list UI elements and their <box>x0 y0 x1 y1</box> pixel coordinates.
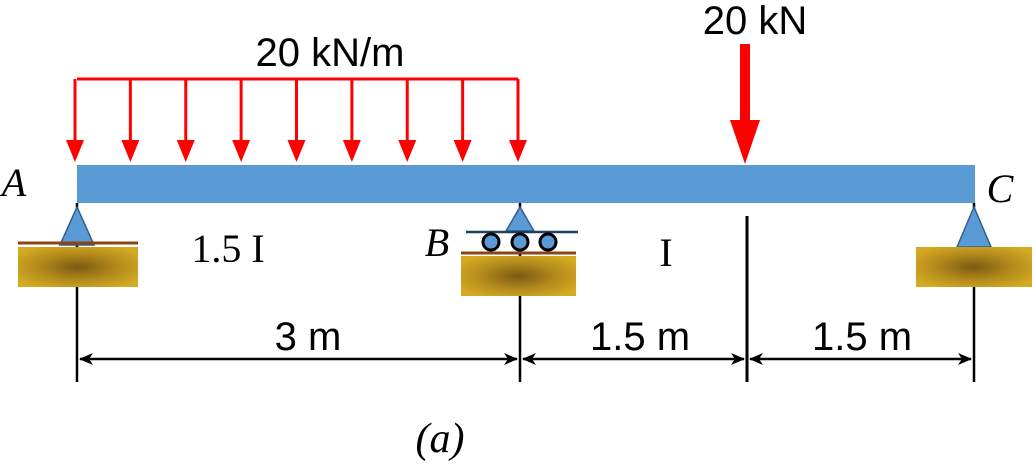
beam <box>77 165 975 203</box>
figure-caption: (a) <box>416 416 465 462</box>
right-segment-inertia: I <box>659 230 672 275</box>
dimension-ab-label: 3 m <box>275 315 342 359</box>
distributed-load-arrow-head <box>509 140 527 162</box>
distributed-load-arrows <box>66 79 527 162</box>
distributed-load-arrow-head <box>398 140 417 162</box>
label-c: C <box>987 166 1015 211</box>
dimension-load-to-c-label: 1.5 m <box>812 315 912 359</box>
distributed-load-label: 20 kN/m <box>256 31 405 75</box>
distributed-load-arrow-head <box>232 140 251 162</box>
distributed-load-arrow-head <box>453 140 472 162</box>
pin-support-a <box>18 203 138 382</box>
left-segment-inertia: 1.5 I <box>191 226 264 271</box>
distributed-load-arrow-head <box>287 140 306 162</box>
distributed-load-arrow-head <box>342 140 361 162</box>
roller-support-b <box>461 203 578 382</box>
distributed-load <box>66 77 527 162</box>
point-load-arrow <box>730 44 760 164</box>
dimension-b-to-load-label: 1.5 m <box>590 315 690 359</box>
point-load-label: 20 kN <box>703 0 808 43</box>
distributed-load-arrow-head <box>66 140 84 162</box>
distributed-load-arrow-head <box>121 140 140 162</box>
pin-support-c <box>916 203 1032 382</box>
label-a: A <box>0 160 27 205</box>
label-b: B <box>425 220 449 265</box>
distributed-load-arrow-head <box>176 140 195 162</box>
